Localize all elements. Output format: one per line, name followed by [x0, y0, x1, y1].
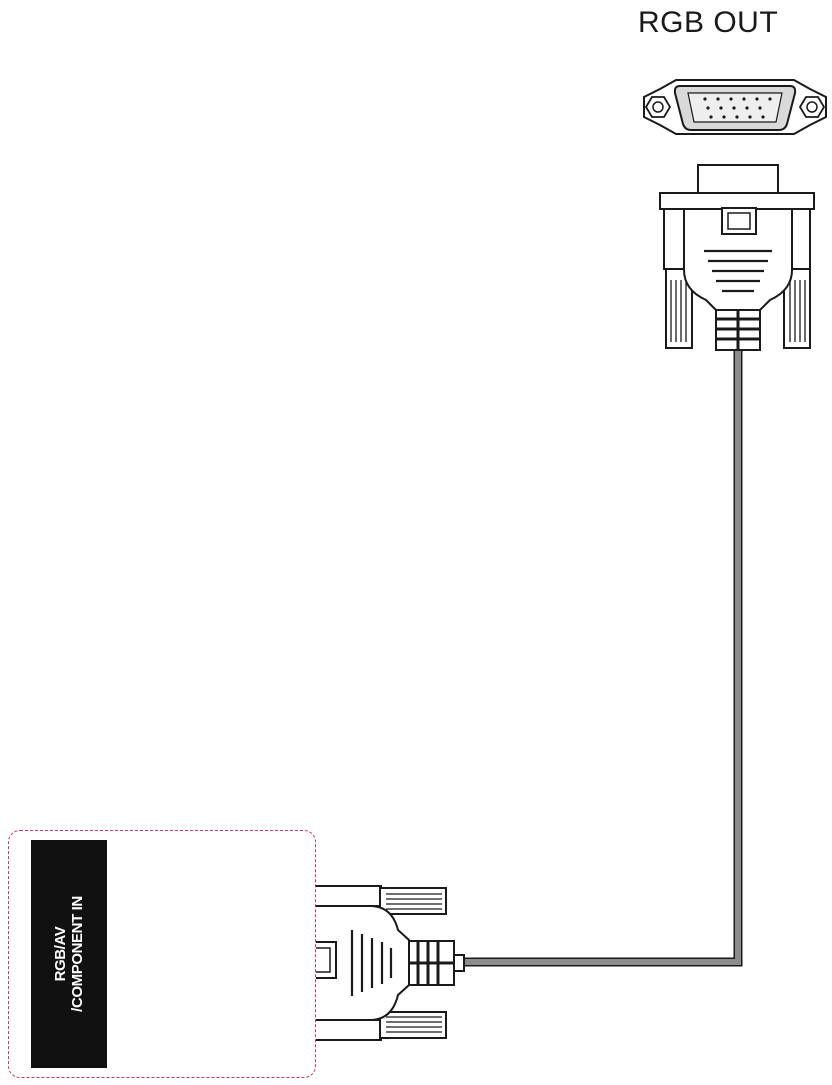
vga-cable-icon — [462, 350, 743, 967]
rgb-out-label: RGB OUT — [638, 6, 779, 39]
port-label-strip — [31, 840, 107, 1068]
hex-nut-icon — [644, 96, 672, 118]
rgb-out-pins — [703, 97, 772, 119]
rgb-av-component-in-label: RGB/AV /COMPONENT IN — [52, 896, 86, 1012]
rgb-out-port-icon — [643, 79, 827, 135]
hex-nut-icon — [798, 96, 826, 118]
vga-plug-icon — [659, 164, 815, 351]
